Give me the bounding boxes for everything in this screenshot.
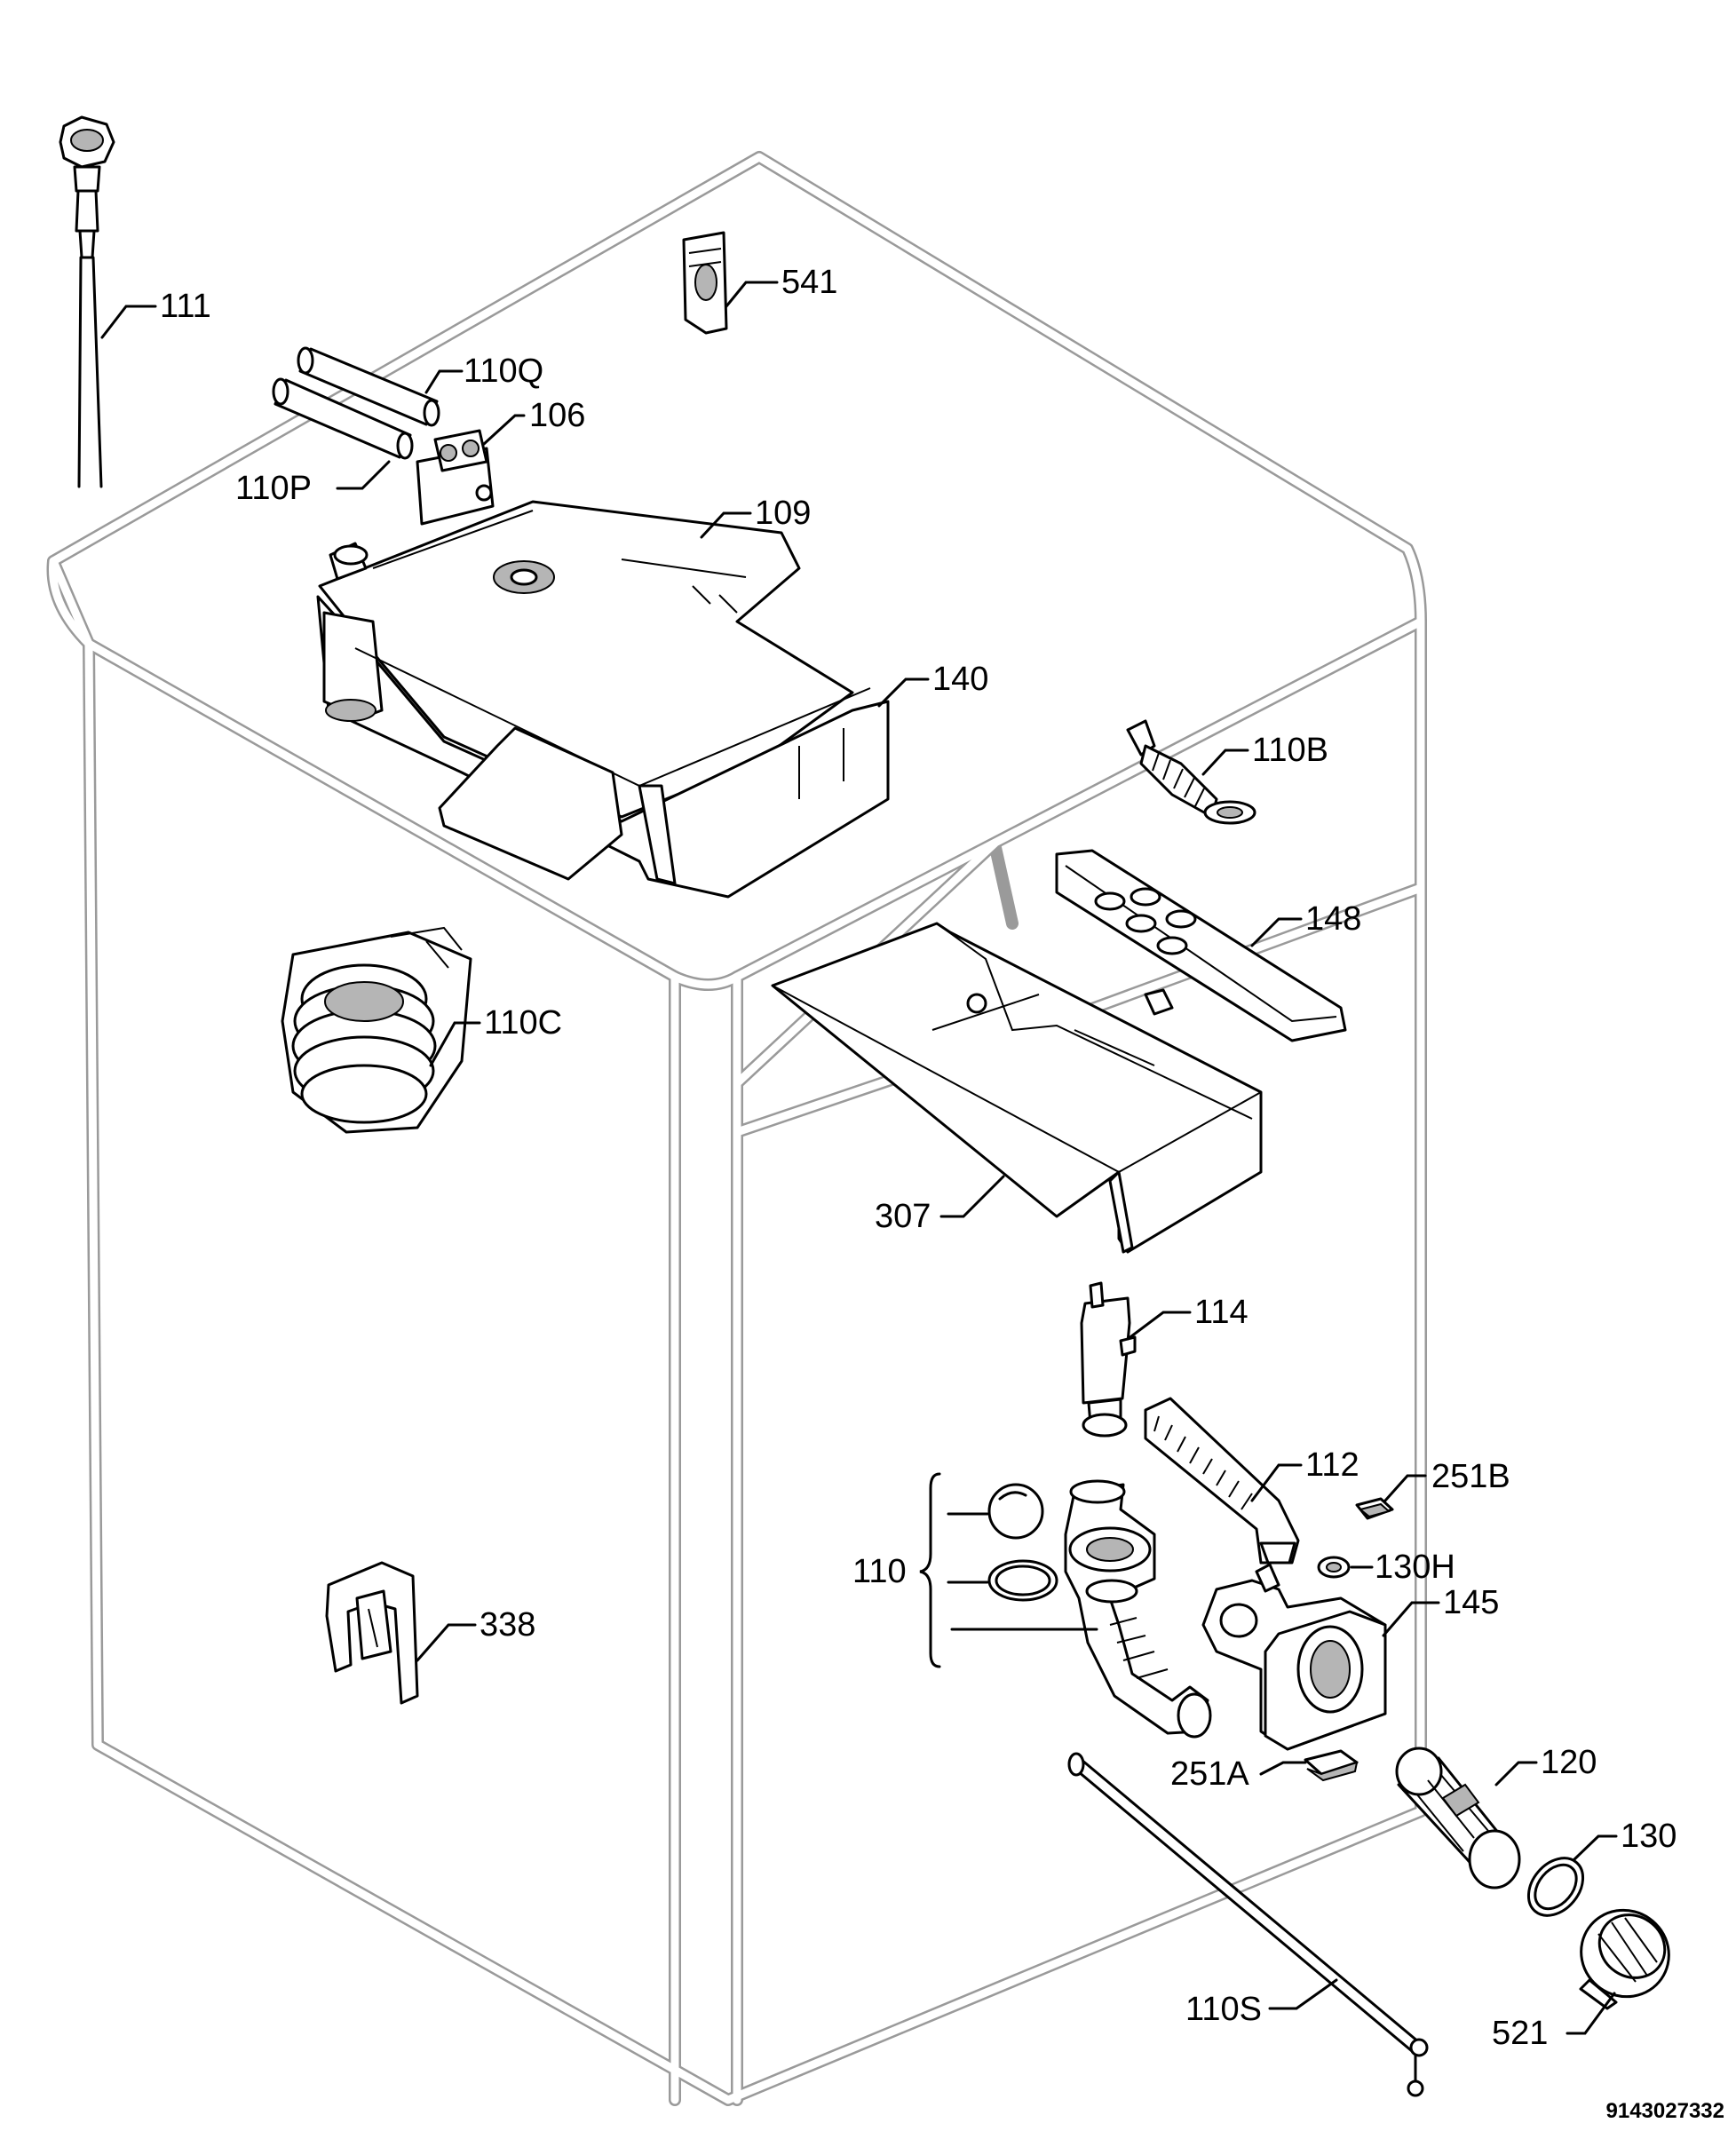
- label-140: 140: [932, 661, 988, 698]
- part-106-valve: [416, 429, 495, 526]
- leader-120: [1494, 1761, 1538, 1786]
- part-110C-bellows: [281, 926, 472, 1134]
- leader-112: [1250, 1463, 1303, 1502]
- bracket-110: [919, 1472, 941, 1668]
- label-251B: 251B: [1431, 1458, 1510, 1495]
- leader-140: [877, 677, 930, 708]
- leader-541: [725, 281, 779, 308]
- leader-251B: [1383, 1474, 1427, 1502]
- leader-251A: [1259, 1761, 1307, 1776]
- part-111-inlet-hose: [59, 115, 115, 488]
- part-251A-clip: [1304, 1749, 1359, 1782]
- leader-521: [1566, 1992, 1616, 2035]
- label-110Q: 110Q: [464, 353, 543, 390]
- leader-145: [1382, 1601, 1440, 1637]
- label-145: 145: [1443, 1584, 1499, 1621]
- part-110-ring: [987, 1559, 1058, 1602]
- label-110B: 110B: [1252, 732, 1328, 769]
- label-109: 109: [755, 495, 811, 532]
- leader-110B: [1201, 749, 1249, 776]
- leader-106: [482, 414, 526, 446]
- part-130H-seal: [1317, 1556, 1351, 1579]
- leader-110P: [336, 460, 391, 490]
- leader-111: [100, 305, 157, 339]
- label-251A: 251A: [1170, 1755, 1249, 1793]
- part-307-detergent-drawer: [771, 922, 1263, 1254]
- label-114: 114: [1194, 1294, 1248, 1331]
- part-110S-rod: [1067, 1752, 1429, 2097]
- leader-307: [939, 1175, 1005, 1218]
- label-110C: 110C: [484, 1004, 562, 1042]
- part-110-ball: [987, 1483, 1044, 1540]
- part-110P-hose: [272, 377, 414, 460]
- part-140-dispenser-housing: [316, 595, 890, 899]
- leader-338: [416, 1623, 477, 1662]
- part-251B-clip: [1355, 1497, 1394, 1520]
- part-120-pump-filter: [1395, 1747, 1521, 1889]
- leader-110Q: [424, 369, 464, 394]
- label-130H: 130H: [1375, 1549, 1455, 1586]
- label-541: 541: [781, 264, 837, 301]
- part-109-dispenser-cover: [318, 500, 854, 819]
- label-110: 110: [852, 1553, 907, 1590]
- label-120: 120: [1541, 1744, 1597, 1781]
- label-338: 338: [480, 1606, 535, 1644]
- part-110-sump-hose-assembly: [1064, 1479, 1212, 1739]
- label-110S: 110S: [1185, 1991, 1262, 2028]
- label-148: 148: [1305, 900, 1361, 938]
- label-111: 111: [160, 288, 211, 325]
- leader-148: [1250, 917, 1303, 947]
- part-541-clip: [682, 231, 728, 335]
- label-112: 112: [1305, 1446, 1359, 1484]
- part-112-drain-hose: [1144, 1397, 1300, 1565]
- leader-114: [1126, 1311, 1192, 1341]
- label-130: 130: [1621, 1818, 1677, 1855]
- part-148-dispenser-insert: [1055, 849, 1347, 1042]
- part-110B-bellows-hose: [1126, 719, 1256, 825]
- part-521-cap: [1579, 1908, 1670, 2010]
- part-338-u-clip: [325, 1561, 419, 1705]
- leader-109: [700, 511, 752, 539]
- leader-110S: [1268, 1978, 1338, 2010]
- part-130-o-ring: [1526, 1857, 1585, 1917]
- part-114-pressure-chamber: [1080, 1281, 1137, 1438]
- label-521: 521: [1492, 2015, 1548, 2052]
- part-145-drain-pump: [1201, 1563, 1387, 1751]
- label-106: 106: [529, 397, 585, 434]
- leader-110C: [429, 1021, 481, 1067]
- document-reference-number: 9143027332: [1606, 2099, 1724, 2123]
- label-307: 307: [875, 1198, 931, 1235]
- label-110P: 110P: [235, 470, 312, 507]
- part-110Q-hose: [297, 346, 440, 427]
- leader-130: [1572, 1834, 1618, 1862]
